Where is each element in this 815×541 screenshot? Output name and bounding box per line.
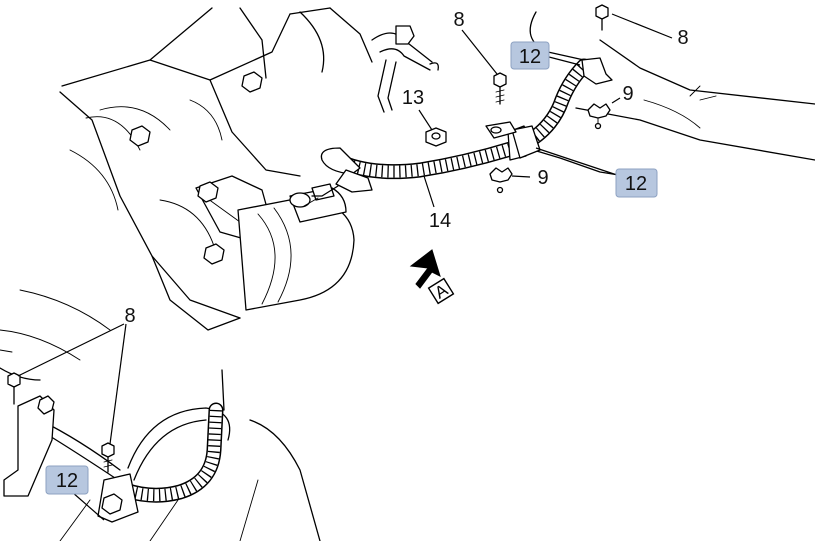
callout-9-right: 9 bbox=[622, 83, 633, 105]
callout-12-top: 12 bbox=[519, 46, 541, 68]
callout-12-right: 12 bbox=[625, 173, 647, 195]
leader-lines bbox=[17, 13, 673, 521]
starter-motor bbox=[237, 183, 355, 311]
nut-9-right bbox=[587, 103, 611, 130]
view-arrow-a: A bbox=[409, 249, 455, 305]
bolt-8-left-2 bbox=[101, 442, 115, 473]
nut-9-mid bbox=[489, 167, 513, 194]
housing-bolt-2 bbox=[129, 125, 151, 147]
bolt-8-top bbox=[493, 72, 507, 105]
transmission-housing bbox=[0, 7, 439, 361]
nut-13 bbox=[425, 127, 447, 147]
callout-8-top: 8 bbox=[453, 9, 464, 31]
housing-bolt-3 bbox=[197, 181, 219, 203]
callout-12-left: 12 bbox=[56, 470, 78, 492]
cable-harness-lower bbox=[0, 349, 321, 541]
view-arrow-icon bbox=[409, 249, 441, 289]
clip-12-right bbox=[511, 125, 541, 159]
housing-bolt-4 bbox=[203, 243, 225, 265]
callout-8-right: 8 bbox=[677, 27, 688, 49]
callout-9-mid: 9 bbox=[537, 167, 548, 189]
housing-bolt-1 bbox=[241, 71, 263, 93]
washer-mid bbox=[485, 121, 517, 139]
callout-14: 14 bbox=[429, 210, 451, 232]
bolt-8-right bbox=[595, 4, 609, 31]
callout-12-top-highlight bbox=[510, 41, 550, 70]
callout-12-right-highlight bbox=[615, 168, 658, 198]
bolt-8-left-1 bbox=[7, 372, 21, 405]
callout-8-left: 8 bbox=[124, 305, 135, 327]
callout-13: 13 bbox=[402, 87, 424, 109]
bracket-12-top bbox=[581, 57, 613, 85]
callout-12-left-highlight bbox=[45, 465, 89, 495]
